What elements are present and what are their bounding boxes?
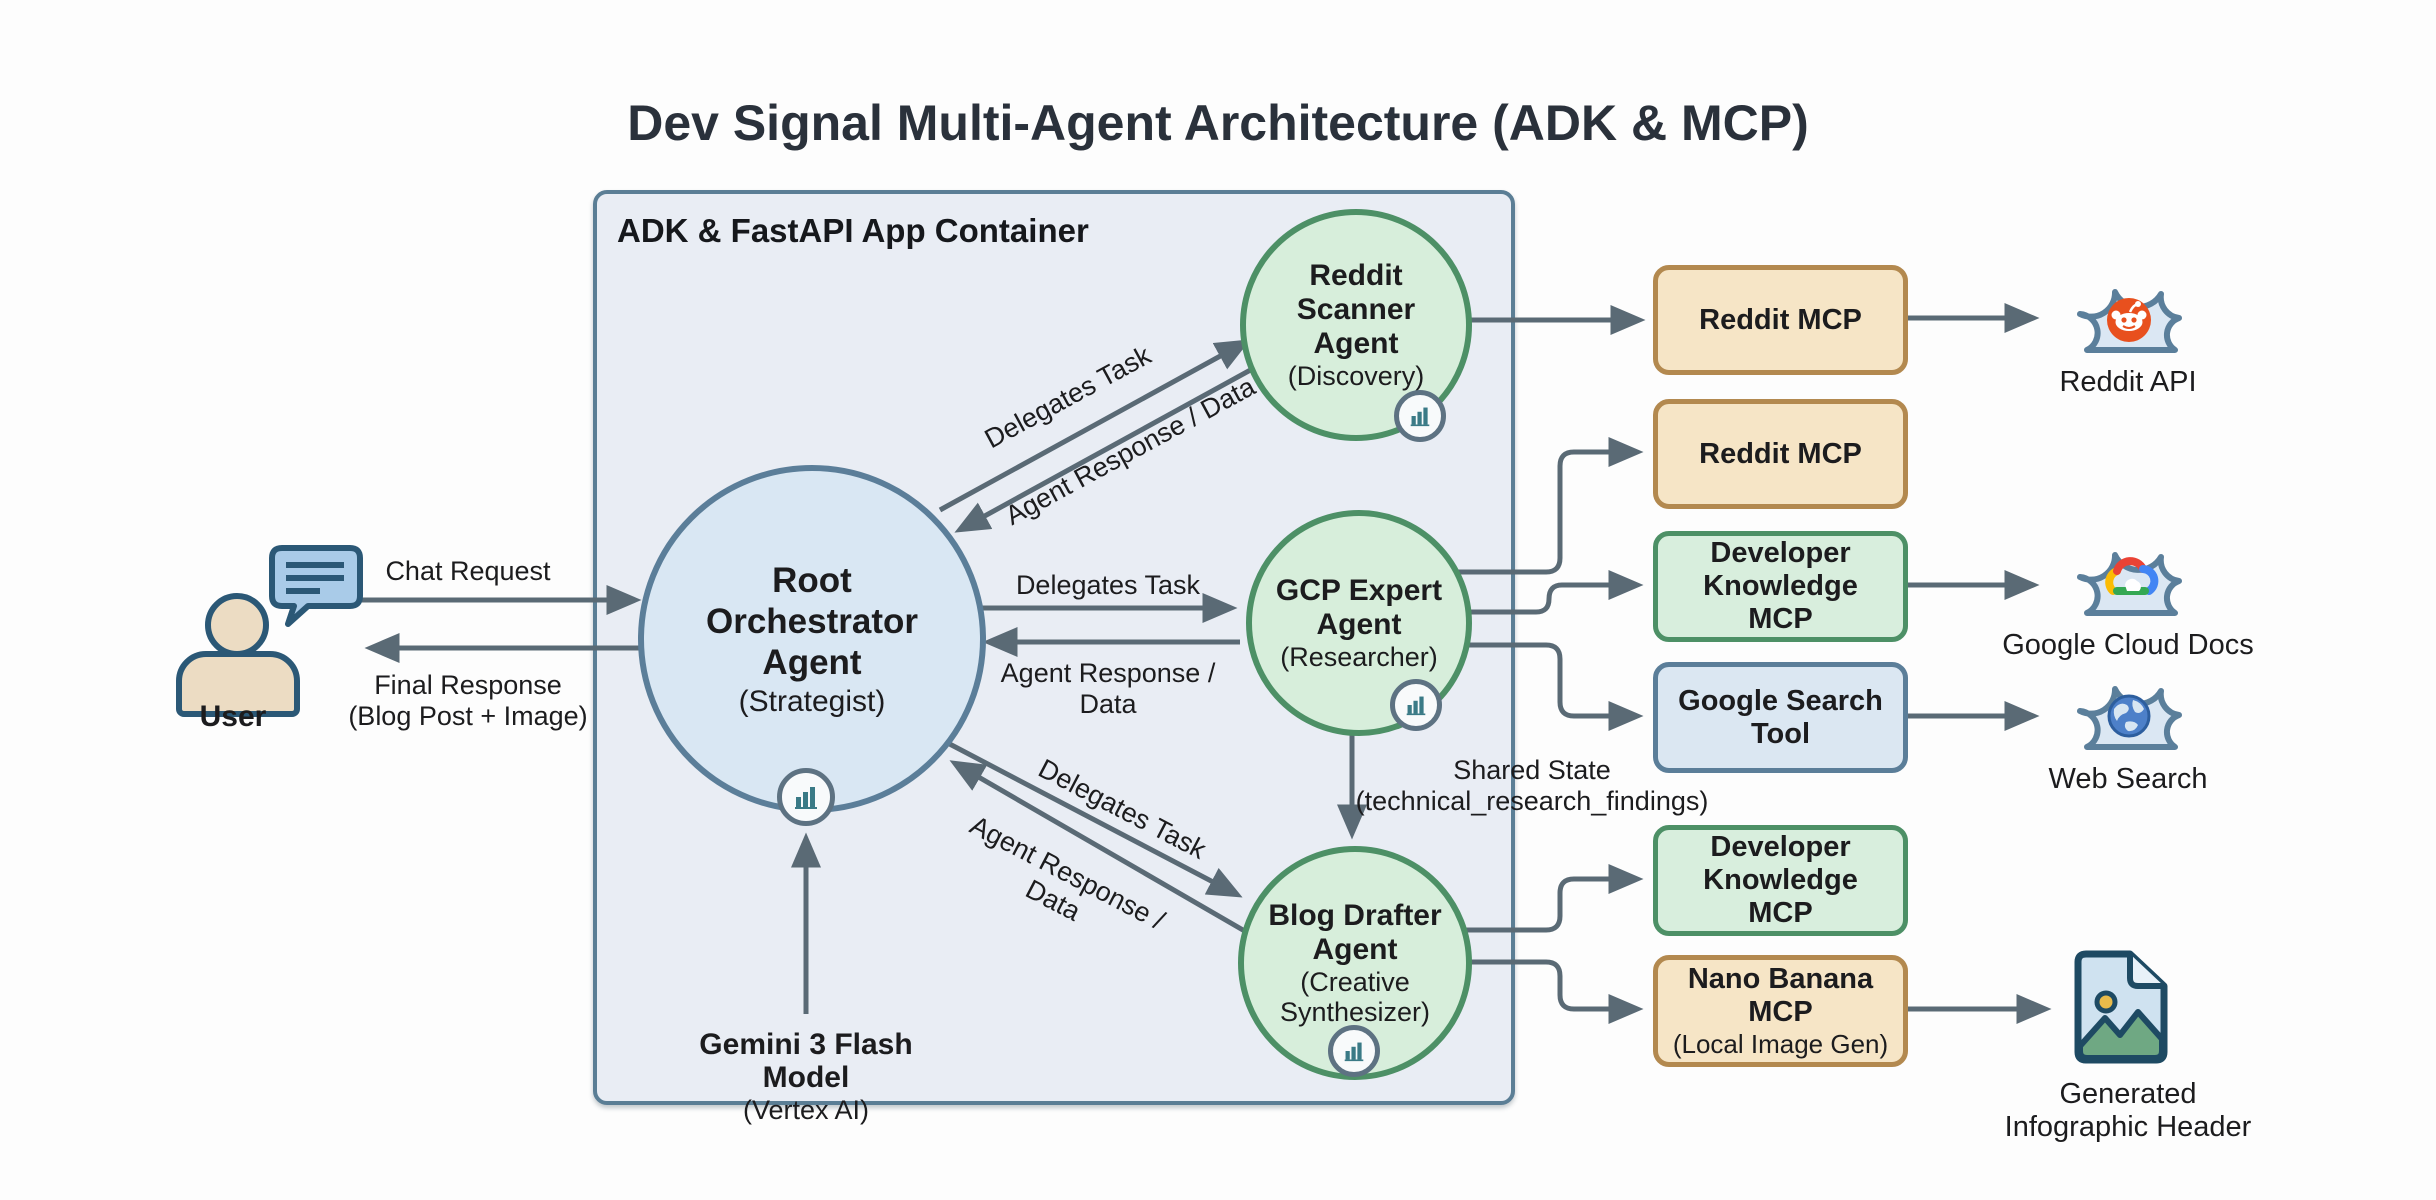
root-agent-name: Root Orchestrator Agent (705, 560, 919, 682)
final-response-line1: Final Response (374, 670, 562, 700)
shared-state-line1: Shared State (1453, 755, 1611, 785)
chat-bubble-icon (269, 545, 363, 627)
google-cloud-icon (2105, 557, 2159, 595)
gemini-model-label: Gemini 3 Flash Model (Vertex AI) (656, 1028, 956, 1127)
user-person-body (176, 651, 300, 717)
scanner-agent-subtitle: (Discovery) (1287, 361, 1425, 391)
model-name: Gemini 3 Flash Model (699, 1028, 913, 1094)
diagram-title: Dev Signal Multi-Agent Architecture (ADK… (627, 95, 1809, 151)
dev-knowledge-2-label: Developer Knowledge MCP (1703, 831, 1858, 929)
model-chip-icon (1328, 1025, 1380, 1077)
model-chip-glyph (1406, 696, 1426, 716)
reddit-mcp-box-2: Reddit MCP (1653, 399, 1908, 509)
reddit-mcp-box-1: Reddit MCP (1653, 265, 1908, 375)
web-search-label: Web Search (2048, 763, 2208, 795)
nano-banana-subtitle: (Local Image Gen) (1672, 1028, 1889, 1059)
shared-state-label: Shared State (technical_research_finding… (1342, 755, 1722, 817)
scanner-agent-name: Reddit Scanner Agent (1296, 259, 1416, 360)
model-chip-glyph (795, 787, 817, 809)
model-chip-icon (1394, 390, 1446, 442)
google-search-label: Google Search Tool (1678, 684, 1883, 750)
user-label: User (199, 700, 267, 733)
nano-banana-label: Nano Banana MCP (1687, 962, 1874, 1028)
web-search-cloud-icon (2077, 686, 2182, 750)
reddit-mcp-1-label: Reddit MCP (1699, 303, 1862, 336)
reddit-scanner-agent-node: Reddit Scanner Agent (Discovery) (1240, 209, 1472, 441)
model-subtitle: (Vertex AI) (742, 1095, 870, 1125)
root-agent-subtitle: (Strategist) (738, 684, 886, 718)
nano-banana-mcp-box: Nano Banana MCP (Local Image Gen) (1653, 955, 1908, 1067)
dev-knowledge-1-label: Developer Knowledge MCP (1703, 537, 1858, 635)
model-chip-icon (1390, 679, 1442, 731)
developer-knowledge-mcp-box-1: Developer Knowledge MCP (1653, 531, 1908, 642)
shared-state-line2: (technical_research_findings) (1355, 786, 1709, 816)
model-chip-glyph (1410, 407, 1430, 427)
gcp-agent-name: GCP Expert Agent (1275, 574, 1443, 641)
user-person-icon (205, 593, 269, 657)
reddit-api-label: Reddit API (2059, 366, 2197, 398)
agent-response-label-mid: Agent Response / Data (988, 658, 1228, 720)
delegates-task-label-mid: Delegates Task (1015, 570, 1201, 600)
google-cloud-docs-cloud-icon (2077, 552, 2182, 616)
reddit-snoo-icon (2107, 298, 2151, 342)
web-globe-icon (2107, 694, 2151, 738)
agent-response-mid-line1: Agent Response / (1000, 658, 1216, 688)
root-orchestrator-agent-node: Root Orchestrator Agent (Strategist) (638, 465, 986, 813)
gcp-agent-subtitle: (Researcher) (1280, 642, 1438, 672)
google-search-tool-box: Google Search Tool (1653, 662, 1908, 773)
google-cloud-docs-label: Google Cloud Docs (2002, 629, 2254, 661)
developer-knowledge-mcp-box-2: Developer Knowledge MCP (1653, 825, 1908, 936)
model-chip-glyph (1344, 1042, 1364, 1062)
container-label: ADK & FastAPI App Container (617, 212, 1089, 249)
reddit-api-cloud-icon (2077, 289, 2182, 353)
agent-response-mid-line2: Data (1079, 689, 1137, 719)
blog-agent-name: Blog Drafter Agent (1268, 899, 1442, 966)
chat-request-label: Chat Request (385, 556, 551, 586)
reddit-mcp-2-label: Reddit MCP (1699, 437, 1862, 470)
final-response-label: Final Response (Blog Post + Image) (328, 670, 608, 732)
image-file-icon (2074, 950, 2168, 1064)
model-chip-icon (777, 768, 835, 826)
generated-infographic-label: Generated Infographic Header (2004, 1078, 2252, 1143)
final-response-line2: (Blog Post + Image) (348, 701, 588, 731)
blog-agent-subtitle: (Creative Synthesizer) (1279, 967, 1431, 1027)
